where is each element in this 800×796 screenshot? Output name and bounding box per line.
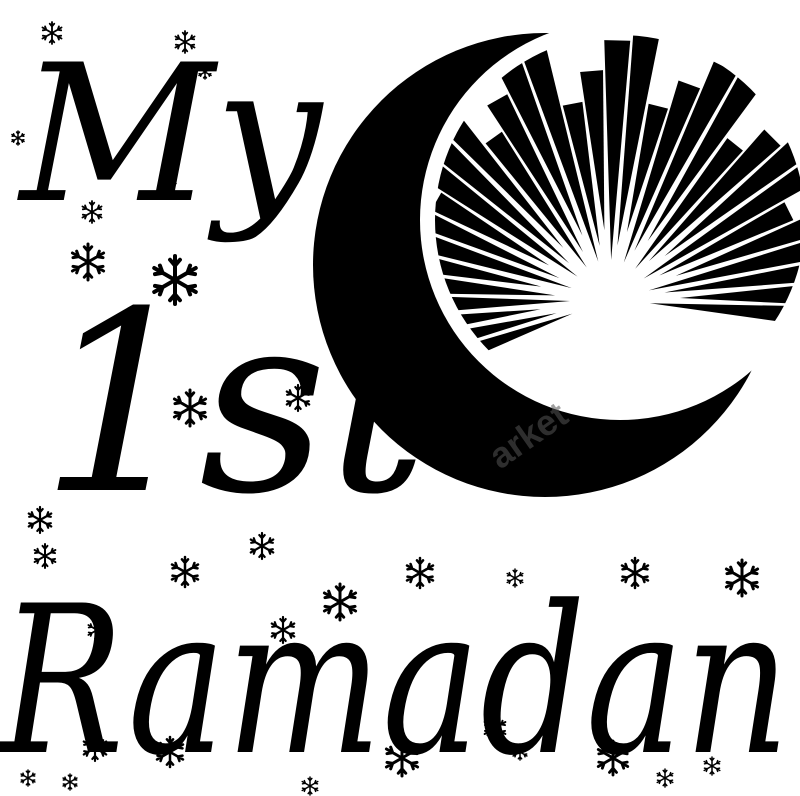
burst-ray — [435, 156, 578, 277]
snowflake-arms — [198, 64, 212, 80]
burst-ray — [511, 35, 599, 262]
snowflake-arms — [172, 388, 208, 428]
snowflake-arms — [620, 556, 650, 590]
snowflake-arms — [152, 254, 198, 306]
snowflake-arms — [163, 172, 177, 188]
title-ramadan: Ramadan — [0, 563, 790, 796]
snowflake-icon — [322, 582, 358, 622]
snowflake-arms — [41, 21, 63, 45]
snowflake-icon — [20, 769, 36, 787]
burst-ray — [643, 131, 800, 279]
snowflake-icon — [512, 743, 528, 761]
snowflake-arms — [270, 615, 296, 645]
snowflake-arms — [81, 200, 103, 224]
burst-ray — [580, 70, 605, 231]
snowflake-arms — [596, 739, 630, 777]
snowflake-arms — [70, 242, 106, 282]
snowflake-arms — [20, 769, 36, 787]
burst-rays — [435, 35, 800, 378]
burst-ray — [648, 129, 781, 262]
snowflake-arms — [512, 743, 528, 761]
snowflake-icon — [620, 556, 650, 590]
snowflake-icon — [82, 733, 108, 763]
snowflake-arms — [170, 555, 200, 589]
snowflake-arms — [656, 768, 674, 788]
snowflake-icon — [285, 383, 311, 413]
snowflake-arms — [703, 756, 721, 776]
burst-ray — [435, 171, 560, 279]
snowflake-icon — [301, 776, 319, 796]
snowflake-icon — [152, 254, 198, 306]
burst-ray — [562, 101, 600, 246]
snowflake-icon — [703, 756, 721, 776]
snowflake-icon — [483, 715, 507, 741]
burst-ray — [626, 103, 669, 233]
burst-ray — [648, 224, 800, 291]
snowflake-icon — [11, 130, 25, 146]
snowflake-arms — [87, 619, 107, 641]
burst-ray — [679, 284, 800, 305]
snowflakes — [11, 21, 760, 796]
snowflake-icon — [270, 615, 296, 645]
snowflake-icon — [172, 388, 208, 428]
snowflake-arms — [301, 776, 319, 796]
title-my: My — [17, 24, 325, 245]
snowflake-arms — [174, 30, 196, 54]
snowflake-icon — [596, 739, 630, 777]
snowflake-icon — [163, 172, 177, 188]
snowflake-icon — [41, 21, 63, 45]
burst-ray — [664, 127, 800, 257]
burst-ray — [635, 138, 743, 269]
burst-ray — [435, 116, 570, 264]
snowflake-arms — [724, 558, 760, 598]
snowflake-icon — [170, 555, 200, 589]
burst-ray — [485, 131, 587, 268]
title-1st: 1st — [40, 258, 428, 549]
burst-ray — [435, 244, 542, 287]
snowflake-arms — [27, 505, 53, 535]
snowflake-arms — [62, 773, 78, 791]
snowflake-arms — [11, 130, 25, 146]
snowflake-arms — [155, 735, 185, 769]
snowflake-icon — [155, 735, 185, 769]
snowflake-icon — [249, 531, 275, 561]
snowflake-icon — [506, 568, 524, 588]
snowflake-icon — [405, 556, 435, 590]
snowflake-arms — [483, 715, 507, 741]
burst-ray — [659, 202, 794, 276]
snowflake-icon — [62, 773, 78, 791]
snowflake-arms — [285, 383, 311, 413]
snowflake-arms — [33, 543, 57, 569]
snowflake-icon — [81, 200, 103, 224]
burst-ray — [435, 192, 550, 266]
burst-ray — [435, 210, 572, 289]
snowflake-icon — [87, 619, 107, 641]
burst-ray — [604, 40, 631, 261]
snowflake-arms — [405, 556, 435, 590]
burst-ray — [675, 209, 800, 276]
burst-ray — [487, 94, 584, 253]
snowflake-icon — [33, 543, 57, 569]
snowflake-arms — [506, 568, 524, 588]
snowflake-icon — [656, 768, 674, 788]
snowflake-arms — [322, 582, 358, 622]
snowflake-arms — [82, 733, 108, 763]
snowflake-icon — [384, 738, 420, 778]
burst-ray — [634, 61, 738, 251]
burst-ray — [623, 80, 701, 263]
burst-ray — [647, 48, 779, 242]
snowflake-icon — [724, 558, 760, 598]
snowflake-icon — [198, 64, 212, 80]
burst-ray — [664, 246, 800, 293]
snowflake-arms — [384, 738, 420, 778]
snowflake-icon — [70, 242, 106, 282]
burst-ray — [617, 35, 664, 246]
snowflake-icon — [27, 505, 53, 535]
snowflake-arms — [249, 531, 275, 561]
burst-ray — [495, 56, 583, 236]
snowflake-icon — [174, 30, 196, 54]
